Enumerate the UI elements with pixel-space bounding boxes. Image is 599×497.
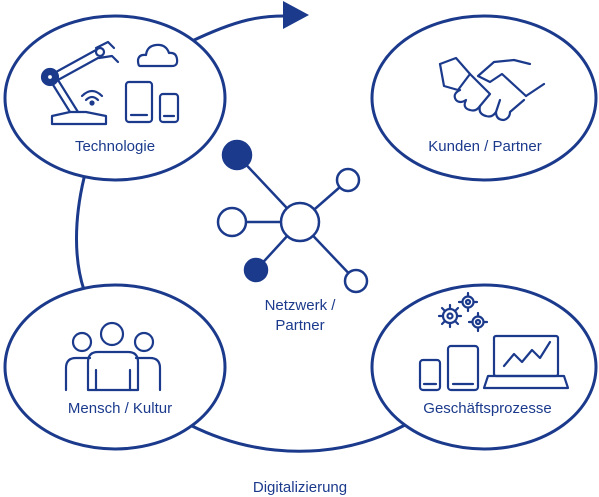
- network-node-right-top: [335, 167, 361, 193]
- network-node-left: [216, 206, 248, 238]
- network-node-filled-top: [221, 139, 253, 171]
- oval-mensch: [3, 283, 227, 451]
- cycle-arrow-icon: [283, 1, 309, 29]
- cycle-ring: [188, 14, 287, 44]
- footer-label: Digitalizierung: [252, 479, 348, 496]
- oval-kunden: [370, 14, 598, 182]
- node-label-geschaeftsprozesse: Geschäftsprozesse: [423, 400, 552, 417]
- handshake-icon: [438, 56, 546, 122]
- robot-arm-icon: [40, 40, 120, 126]
- wifi-icon: [80, 89, 104, 106]
- cycle-ring-left: [75, 176, 86, 292]
- people-group-icon: [64, 321, 162, 392]
- oval-technologie: [3, 14, 227, 182]
- phone-icon: [418, 358, 442, 392]
- center-label: Netzwerk / Partner: [230, 296, 370, 336]
- cloud-icon: [136, 43, 179, 68]
- network-icon: [216, 139, 369, 294]
- laptop-chart-icon: [482, 334, 570, 390]
- phone-icon: [158, 92, 180, 124]
- network-hub-node: [279, 201, 321, 243]
- cycle-ring-bottom: [188, 423, 407, 453]
- tablet-icon: [446, 344, 480, 392]
- node-label-technologie: Technologie: [74, 138, 156, 155]
- node-label-kunden-partner: Kunden / Partner: [428, 138, 542, 155]
- network-node-right-bottom: [343, 268, 369, 294]
- oval-gesch: [370, 283, 598, 451]
- center-label-line1: Netzwerk /: [264, 297, 336, 314]
- network-node-filled-bottom: [243, 257, 269, 283]
- node-label-mensch-kultur: Mensch / Kultur: [67, 400, 173, 417]
- gears-icon: [437, 291, 489, 333]
- tablet-icon: [124, 80, 154, 124]
- center-label-line2: Partner: [275, 317, 325, 334]
